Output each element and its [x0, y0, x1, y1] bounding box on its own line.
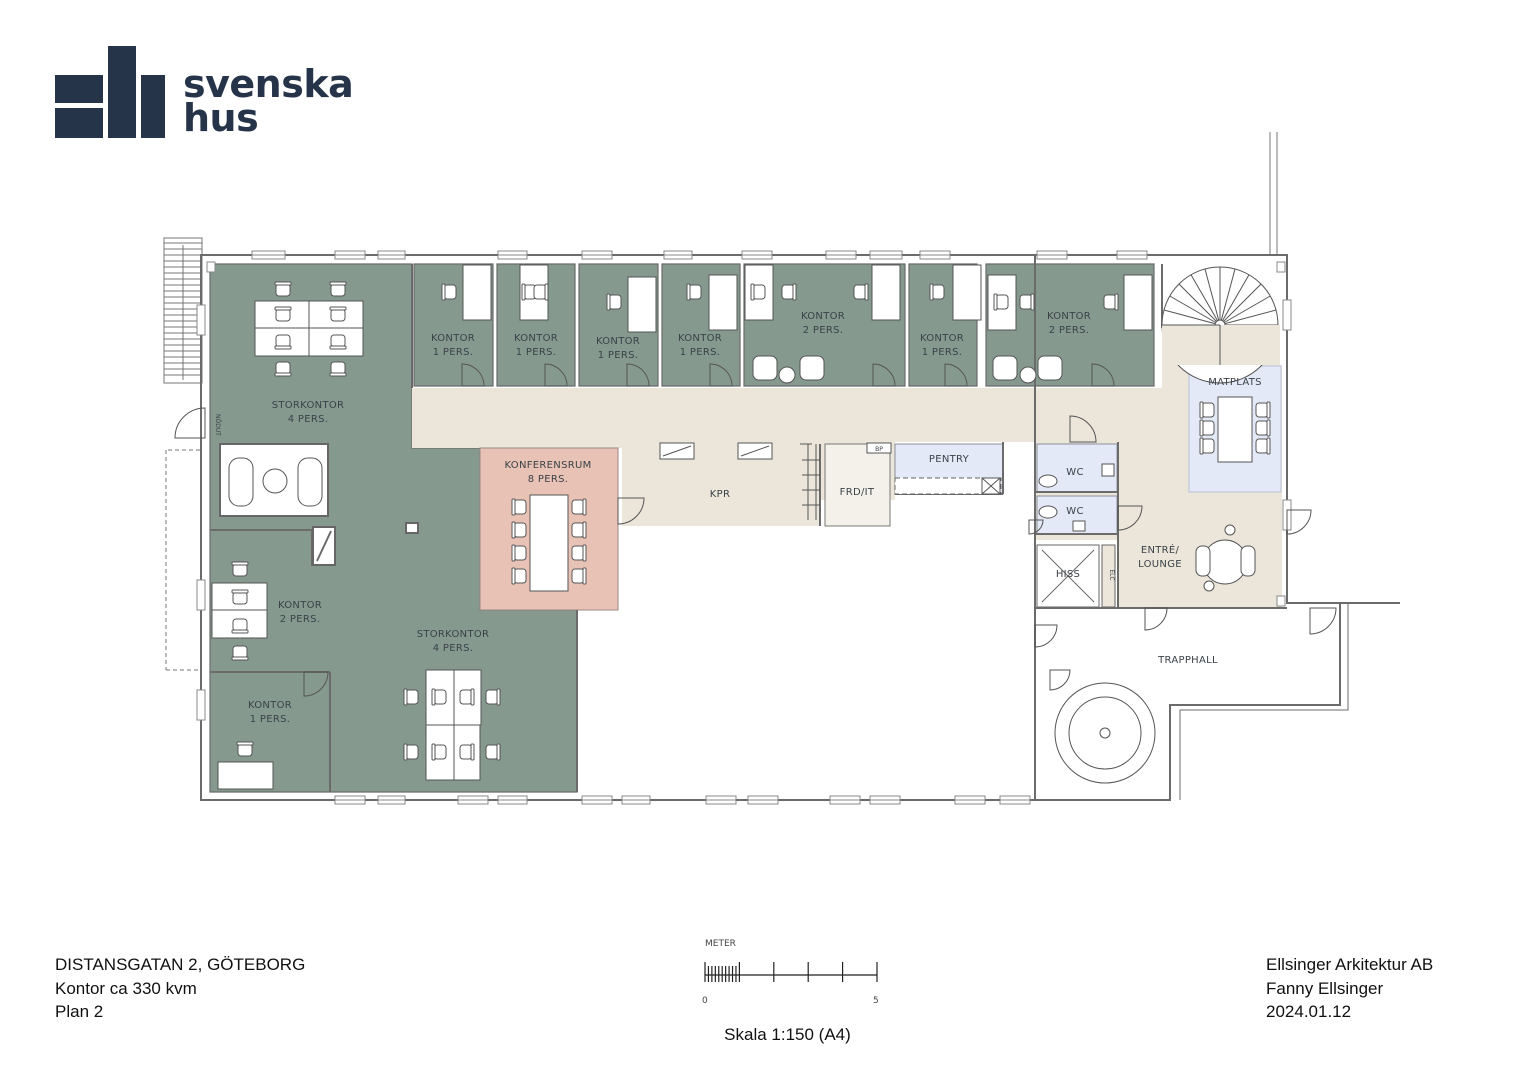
- logo-mark-icon: [55, 46, 165, 138]
- furniture: [211, 264, 1271, 790]
- project-area: Kontor ca 330 kvm: [55, 978, 197, 998]
- room-label-hiss: HISS: [1056, 569, 1080, 580]
- spiral-stair-bottom: [1054, 682, 1156, 784]
- room-label-nodut: NÖDUT: [214, 414, 221, 436]
- frd-it-room: [824, 443, 891, 527]
- room-label-entre: ENTRÉ/LOUNGE: [1138, 543, 1182, 570]
- room-label-wc2: WC: [1066, 506, 1083, 517]
- svenska-hus-logo: svenska hus: [55, 45, 355, 145]
- logo-line-2: hus: [183, 96, 259, 140]
- project-info: DISTANSGATAN 2, GÖTEBORG Kontor ca 330 k…: [55, 953, 305, 1024]
- office-zone: [496, 263, 576, 387]
- scale-max-label: 5: [873, 996, 879, 1006]
- room-label-bp: BP: [875, 446, 883, 453]
- scale-unit-label: METER: [705, 939, 736, 949]
- room-label-elc: ELC: [1108, 569, 1115, 580]
- exterior-rail: [1269, 132, 1278, 256]
- windows: [196, 250, 1292, 805]
- room-label-pentry: PENTRY: [929, 454, 970, 465]
- drawing-date: 2024.01.12: [1266, 1002, 1352, 1021]
- room-label-frd-it: FRD/IT: [840, 487, 875, 498]
- logo-line-1: svenska: [183, 62, 354, 106]
- fire-escape-stair: [163, 237, 203, 671]
- architect-person: Fanny Ellsinger: [1266, 978, 1384, 998]
- spiral-stair-top: [1161, 266, 1280, 384]
- room-label-trapphall: TRAPPHALL: [1157, 655, 1218, 666]
- scale-bar: [704, 962, 878, 982]
- trapphall-outline: [1034, 603, 1341, 801]
- elevator-shaft: [1036, 544, 1116, 608]
- lounge-furniture: [1195, 524, 1256, 592]
- room-label-matplats: MATPLATS: [1208, 377, 1262, 388]
- architect-firm: Ellsinger Arkitektur AB: [1266, 955, 1434, 974]
- logo-wordmark: svenska hus: [183, 62, 354, 140]
- doors: [174, 363, 1337, 697]
- scale-caption: Skala 1:150 (A4): [724, 1025, 851, 1044]
- architect-info: Ellsinger Arkitektur AB Fanny Ellsinger …: [1266, 953, 1433, 1024]
- project-floor: Plan 2: [55, 1002, 104, 1021]
- scale-min-label: 0: [702, 996, 708, 1006]
- room-label-kpr: KPR: [710, 489, 730, 500]
- project-address: DISTANSGATAN 2, GÖTEBORG: [55, 955, 306, 974]
- room-label-wc1: WC: [1066, 467, 1083, 478]
